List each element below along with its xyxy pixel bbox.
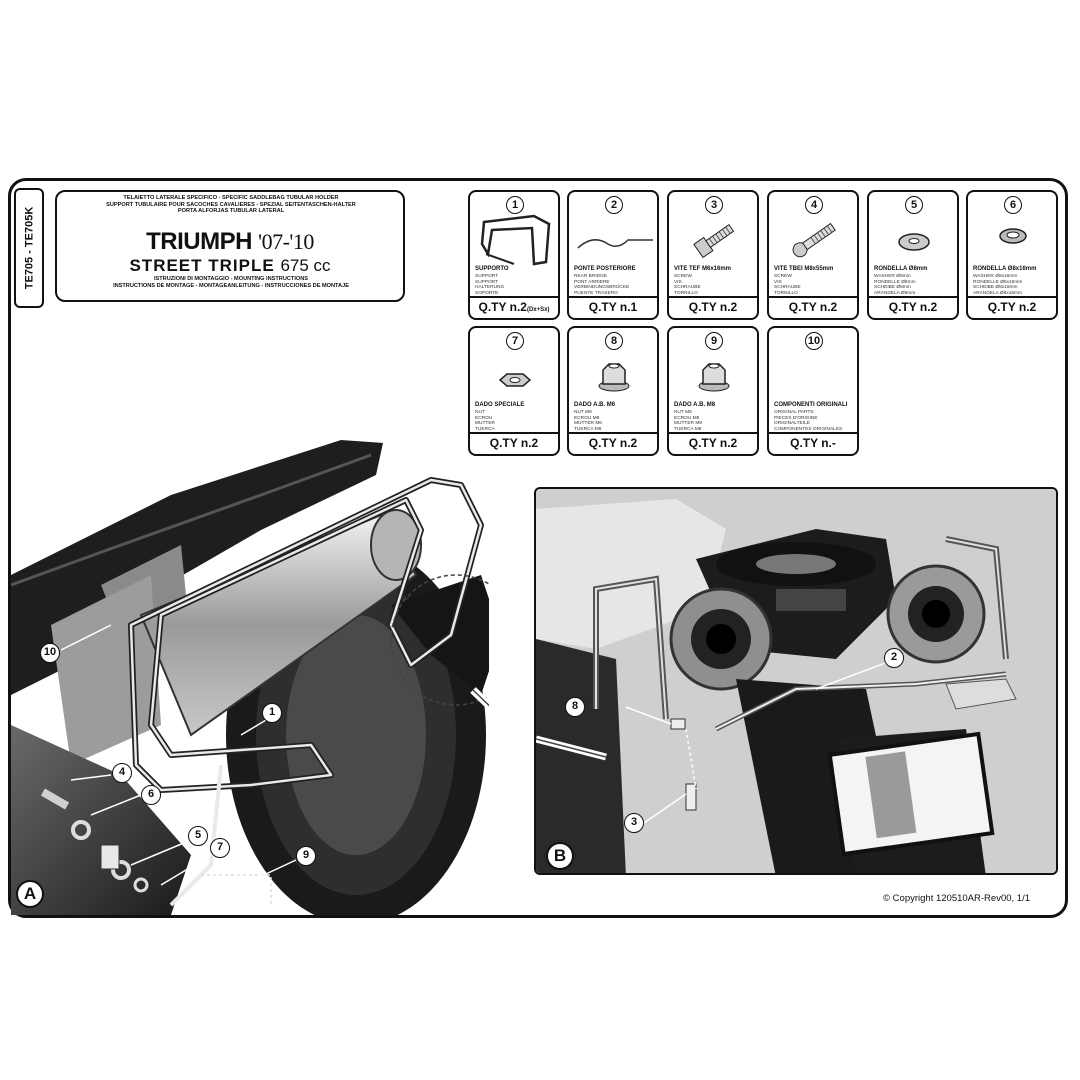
figure-a-callout-7: 7 [210,838,230,858]
part-number: 10 [805,332,823,350]
part-number: 1 [506,196,524,214]
flange-nut-icon [598,363,630,392]
instructions-languages: ISTRUZIONI DI MONTAGGIO - MOUNTING INSTR… [113,276,349,289]
figure-a-callout-9: 9 [296,846,316,866]
part-description: REAR BRIDGE PONT ARRIERE VERBINDUNGSBRÜC… [574,274,630,296]
motorcycle-side-view-illustration [10,440,554,925]
part-description: NUT ECROU MUTTER TUERCA [475,410,495,432]
large-washer-icon [999,228,1027,244]
model-years: '07-'10 [258,229,314,254]
motorcycle-rear-view-illustration [536,489,1056,873]
figure-b-photo [534,487,1058,875]
figure-b-label: B [546,842,574,870]
part-name: RONDELLA Ø8mm [874,266,928,272]
part-quantity: Q.TY n.2 [869,296,957,318]
figure-a-label: A [16,880,44,908]
quantity-value: Q.TY n.2 [489,436,539,450]
quantity-value: Q.TY n.2 [788,300,838,314]
part-number: 8 [605,332,623,350]
part-name: COMPONENTI ORIGINALI [774,402,848,408]
copyright-notice: © Copyright 120510AR-Rev00, 1/1 [883,893,1030,904]
part-number: 4 [805,196,823,214]
figure-a-callout-1: 1 [262,703,282,723]
quantity-value: Q.TY n.2 [688,436,738,450]
part-name: DADO A.B. M6 [574,402,616,408]
flange-nut-icon [698,363,730,392]
part-description: SCREW VIS SCHRAUBE TORNILLO [674,274,701,296]
figure-b-callout-8: 8 [565,697,585,717]
part-quantity: Q.TY n.2 [470,432,558,454]
part-description: WASHER Ø8x16mm RONDELLE Ø8x16mm SCHEIBE … [973,274,1023,296]
figure-a-callout-5: 5 [188,826,208,846]
part-quantity: Q.TY n.- [769,432,857,454]
part-description: NUT M8 ECROU M8 MUTTER M8 TUERCA M8 [674,410,702,432]
part-name: VITE TEF M6x16mm [674,266,732,272]
brand-title: TRIUMPH '07-'10 [57,228,403,256]
quantity-value: Q.TY n.2 [588,436,638,450]
title-box: TELAIETTO LATERALE SPECIFICO - SPECIFIC … [55,190,405,302]
part-quantity: Q.TY n.2 [669,432,757,454]
part-number: 3 [705,196,723,214]
part-description: WASHER Ø8mm RONDELLE Ø8mm SCHEIBE Ø8mm A… [874,274,916,296]
model-name: STREET TRIPLE [129,256,275,275]
part-description: SUPPORT SUPPORT HALTERUNG SOPORTE [475,274,505,296]
part-number: 5 [905,196,923,214]
part-description: SCREW VIS SCHRAUBE TORNILLO [774,274,801,296]
part-name: DADO SPECIALE [475,402,525,408]
figure-a-callout-4: 4 [112,763,132,783]
part-description: ORIGINAL PARTS PIECES D'ORIGINE ORIGINAL… [774,410,843,432]
part-name: PONTE POSTERIORE [574,266,636,272]
quantity-value: Q.TY n.2 [688,300,738,314]
tubular-frame-icon [480,214,551,266]
rear-bridge-icon [577,239,653,249]
engine-displacement: 675 cc [280,256,331,275]
figure-b-callout-2: 2 [884,648,904,668]
hex-screw-icon [693,223,735,259]
part-name: DADO A.B. M8 [674,402,716,408]
allen-screw-icon [792,222,836,258]
part-number: 6 [1004,196,1022,214]
washer-icon [898,233,930,251]
part-description: NUT M6 ECROU M6 MUTTER M6 TUERCA M6 [574,410,602,432]
figure-b-callout-3: 3 [624,813,644,833]
part-number: 2 [605,196,623,214]
none [773,350,855,402]
brand-name: TRIUMPH [146,228,252,255]
quantity-value: Q.TY n.2 [888,300,938,314]
part-quantity: Q.TY n.2 [569,432,657,454]
product-code-tab: TE705 - TE705K [14,188,44,308]
product-description: TELAIETTO LATERALE SPECIFICO - SPECIFIC … [106,195,356,214]
part-quantity: Q.TY n.2 [669,296,757,318]
part-number: 7 [506,332,524,350]
figure-a-photo [10,435,554,925]
figure-a-callout-10: 10 [40,643,60,663]
part-quantity: Q.TY n.2 [968,296,1056,318]
part-name: RONDELLA Ø8x16mm [973,266,1037,272]
quantity-value: Q.TY n.- [790,436,836,450]
quantity-value: Q.TY n.1 [588,300,638,314]
part-number: 9 [705,332,723,350]
quantity-note: (Dx+Sx) [526,307,550,313]
part-quantity: Q.TY n.2(Dx+Sx) [470,296,558,318]
part-quantity: Q.TY n.1 [569,296,657,318]
part-quantity: Q.TY n.2 [769,296,857,318]
special-nut-icon [498,373,532,387]
part-name: VITE TBEI M8x55mm [774,266,834,272]
quantity-value: Q.TY n.2 [478,300,527,314]
part-name: SUPPORTO [475,266,509,272]
product-code: TE705 - TE705K [23,206,36,290]
figure-a-callout-6: 6 [141,785,161,805]
model-title: STREET TRIPLE 675 cc [57,256,403,276]
quantity-value: Q.TY n.2 [987,300,1037,314]
